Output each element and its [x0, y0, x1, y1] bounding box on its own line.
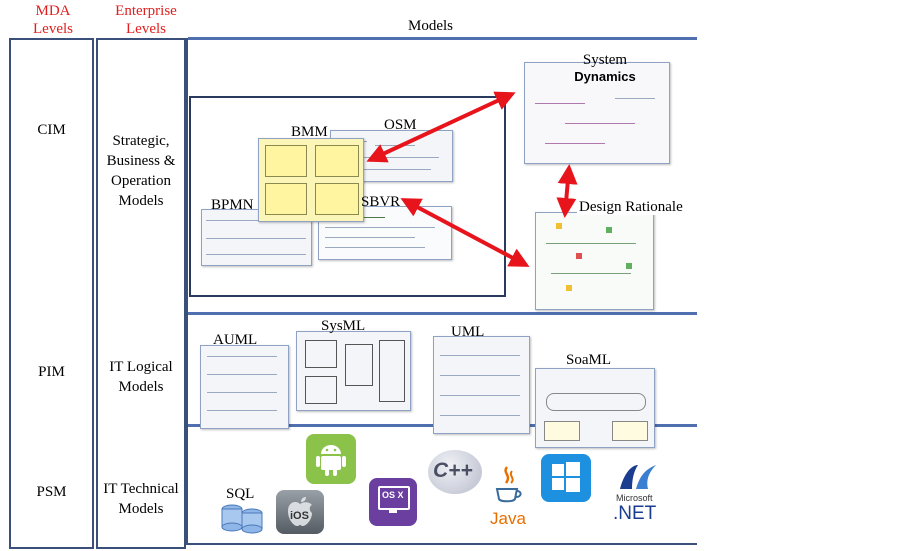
cim-pim-divider: [188, 312, 697, 315]
models-header: Models: [408, 18, 453, 34]
enterprise-cim-line4: Models: [118, 193, 164, 209]
system-dynamics-thumbnail: [524, 62, 670, 164]
osx-label: OS X: [382, 490, 404, 500]
enterprise-pim-line1: IT Logical: [109, 359, 173, 375]
auml-diagram-thumbnail: [200, 345, 289, 429]
cpp-icon: C++: [428, 450, 482, 494]
cim-models-box: [189, 96, 506, 297]
soaml-diagram-thumbnail: [535, 368, 655, 448]
enterprise-psm-line1: IT Technical: [103, 481, 179, 497]
sql-database-icon: [221, 504, 263, 534]
auml-label: AUML: [213, 332, 258, 348]
system-dynamics-line2: Dynamics: [574, 69, 636, 84]
uml-diagram-thumbnail: [433, 336, 530, 434]
enterprise-level-pim: IT Logical Models: [98, 357, 184, 397]
bmm-diagram-thumbnail: [258, 138, 364, 222]
sysml-label: SysML: [321, 318, 366, 334]
design-rationale-thumbnail: [535, 212, 654, 310]
models-area-left-border: [186, 38, 188, 545]
apple-logo-icon: [288, 497, 312, 526]
sql-label: SQL: [226, 486, 255, 502]
design-rationale-label: Design Rationale: [577, 199, 685, 215]
java-cup-icon: [495, 466, 522, 503]
ios-icon: iOS: [276, 490, 324, 534]
enterprise-cim-line1: Strategic,: [112, 133, 170, 149]
enterprise-levels-header: Enterprise Levels: [96, 2, 196, 38]
enterprise-level-cim: Strategic, Business & Operation Models: [98, 131, 184, 211]
osx-icon: OS X: [369, 478, 417, 526]
dotnet-label: .NET: [613, 503, 657, 524]
models-area-bottom-border: [186, 543, 697, 545]
sbvr-label: SBVR: [361, 194, 401, 210]
uml-label: UML: [451, 324, 485, 340]
enterprise-header-line2: Levels: [126, 21, 166, 37]
mda-header-line1: MDA: [35, 3, 71, 19]
mda-levels-column: [9, 38, 94, 549]
enterprise-level-psm: IT Technical Models: [98, 479, 184, 519]
sbvr-design-rationale-arrow: [400, 198, 530, 267]
enterprise-cim-line3: Operation: [111, 173, 171, 189]
enterprise-psm-line2: Models: [118, 501, 164, 517]
osm-system-dynamics-arrow: [366, 91, 516, 163]
models-top-divider: [188, 37, 697, 40]
enterprise-header-line1: Enterprise: [115, 3, 177, 19]
dotnet-logo-icon: [620, 465, 656, 489]
windows-icon: [541, 454, 591, 502]
mda-level-cim: CIM: [37, 122, 66, 138]
ios-label: iOS: [290, 510, 309, 522]
system-dynamics-line1: System: [582, 52, 628, 68]
system-dynamics-design-rationale-arrow: [556, 164, 578, 218]
bmm-label: BMM: [291, 124, 328, 140]
enterprise-cim-line2: Business &: [106, 153, 176, 169]
java-label: Java: [490, 509, 526, 528]
sysml-diagram-thumbnail: [296, 331, 411, 411]
dotnet-icon: Microsoft .NET: [608, 463, 666, 525]
enterprise-pim-line2: Models: [118, 379, 164, 395]
bpmn-label: BPMN: [211, 197, 254, 213]
system-dynamics-label: System Dynamics: [560, 52, 650, 84]
enterprise-levels-column: [96, 38, 186, 549]
mda-level-psm: PSM: [36, 484, 67, 500]
cpp-label: C++: [433, 459, 473, 482]
mda-levels-header: MDA Levels: [18, 2, 88, 38]
android-icon: [306, 434, 356, 484]
soaml-label: SoaML: [566, 352, 611, 368]
java-icon: Java: [488, 465, 528, 531]
mda-level-pim: PIM: [38, 364, 65, 380]
microsoft-label: Microsoft: [616, 493, 653, 503]
mda-header-line2: Levels: [33, 21, 73, 37]
